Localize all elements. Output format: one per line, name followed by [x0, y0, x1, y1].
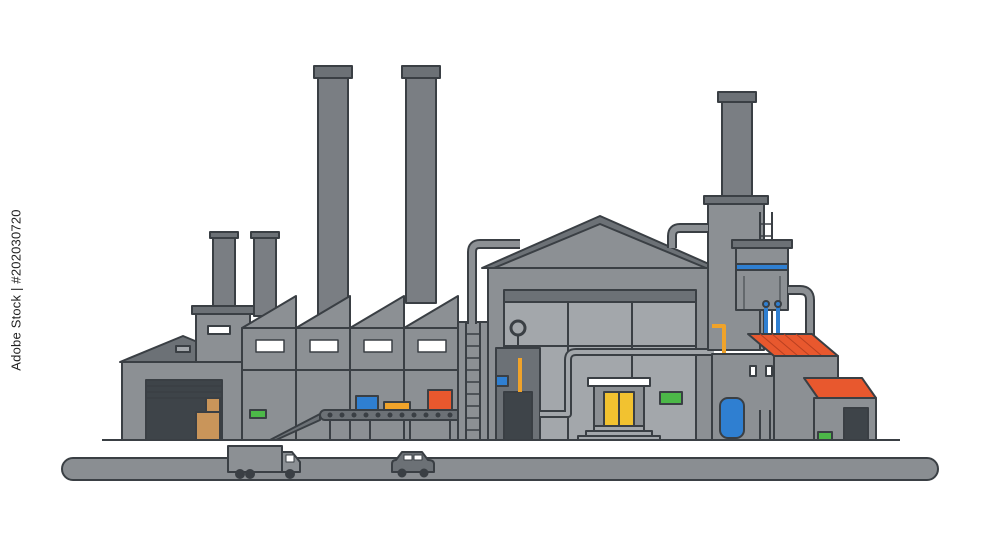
small-chimney-left: [209, 231, 239, 317]
truck: [227, 445, 301, 479]
window: [417, 339, 447, 353]
cargo-box-orange: [383, 401, 411, 411]
window: [309, 339, 339, 353]
main-hall: [481, 215, 719, 441]
cargo-box-blue: [355, 395, 379, 411]
annex: [711, 333, 839, 441]
window: [255, 339, 285, 353]
tall-chimney-left: [313, 65, 353, 324]
tall-chimney-right: [401, 65, 441, 304]
stock-watermark-text: Adobe Stock | #202030720: [8, 209, 24, 371]
cargo-box-red: [427, 389, 453, 411]
storage-tank: [719, 397, 745, 439]
small-chimney-right: [250, 231, 280, 317]
tower-chimney: [717, 91, 757, 211]
warehouse: [119, 335, 247, 441]
ladder: [457, 321, 489, 441]
conveyor-belt: [269, 389, 471, 441]
tower: [667, 195, 815, 360]
car: [391, 451, 435, 478]
road: [61, 457, 939, 481]
annex-shed: [803, 377, 877, 441]
window: [363, 339, 393, 353]
